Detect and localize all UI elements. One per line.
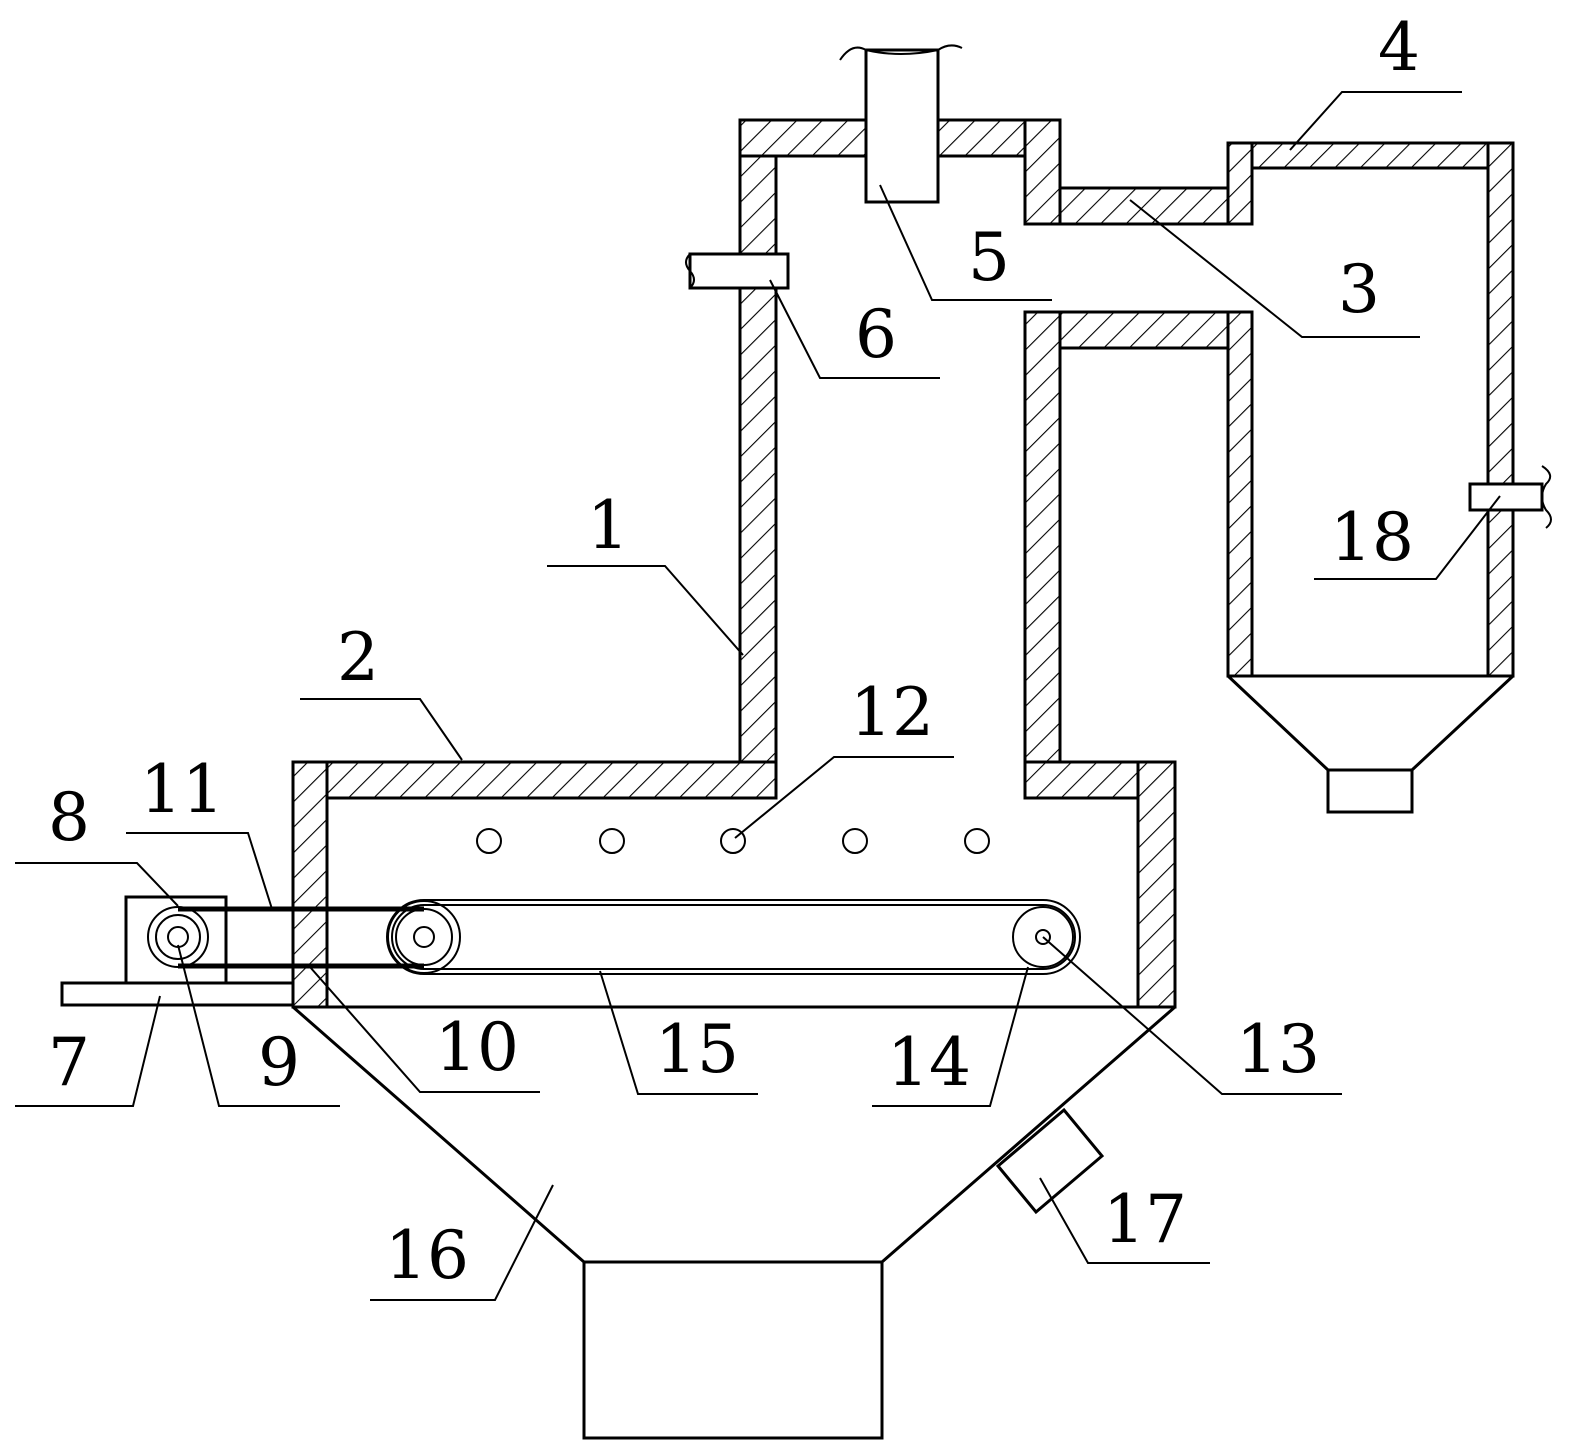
exhaust-pipe <box>1468 465 1552 529</box>
vertical-duct <box>738 118 1062 764</box>
label-14: 14 <box>887 1024 971 1101</box>
label-18: 18 <box>1330 499 1414 576</box>
label-16: 16 <box>385 1217 469 1294</box>
label-1: 1 <box>587 487 629 564</box>
label-11: 11 <box>140 751 224 828</box>
label-15: 15 <box>655 1011 739 1088</box>
motor-drive <box>60 895 424 1007</box>
cyclone-collector <box>1226 141 1515 814</box>
conveyor-belt <box>386 899 1081 975</box>
feed-pipe <box>839 44 963 204</box>
label-17: 17 <box>1103 1181 1187 1258</box>
label-7: 7 <box>48 1024 90 1101</box>
side-inlet-pipe <box>685 252 790 290</box>
vibrator <box>995 1107 1105 1215</box>
leader-lines <box>15 91 1501 1301</box>
label-12: 12 <box>850 674 934 751</box>
part-labels: 1 2 3 4 5 6 7 8 9 10 11 12 13 14 15 16 1… <box>48 9 1420 1294</box>
label-6: 6 <box>855 296 897 373</box>
air-holes <box>476 828 990 854</box>
drying-box <box>291 760 1177 1009</box>
label-3: 3 <box>1338 251 1380 328</box>
label-2: 2 <box>337 619 379 696</box>
label-9: 9 <box>258 1024 300 1101</box>
hopper <box>292 1005 1176 1440</box>
label-10: 10 <box>435 1009 519 1086</box>
connecting-pipe <box>1058 186 1254 350</box>
label-5: 5 <box>968 219 1010 296</box>
label-8: 8 <box>48 779 90 856</box>
label-13: 13 <box>1236 1011 1320 1088</box>
label-4: 4 <box>1378 9 1420 86</box>
